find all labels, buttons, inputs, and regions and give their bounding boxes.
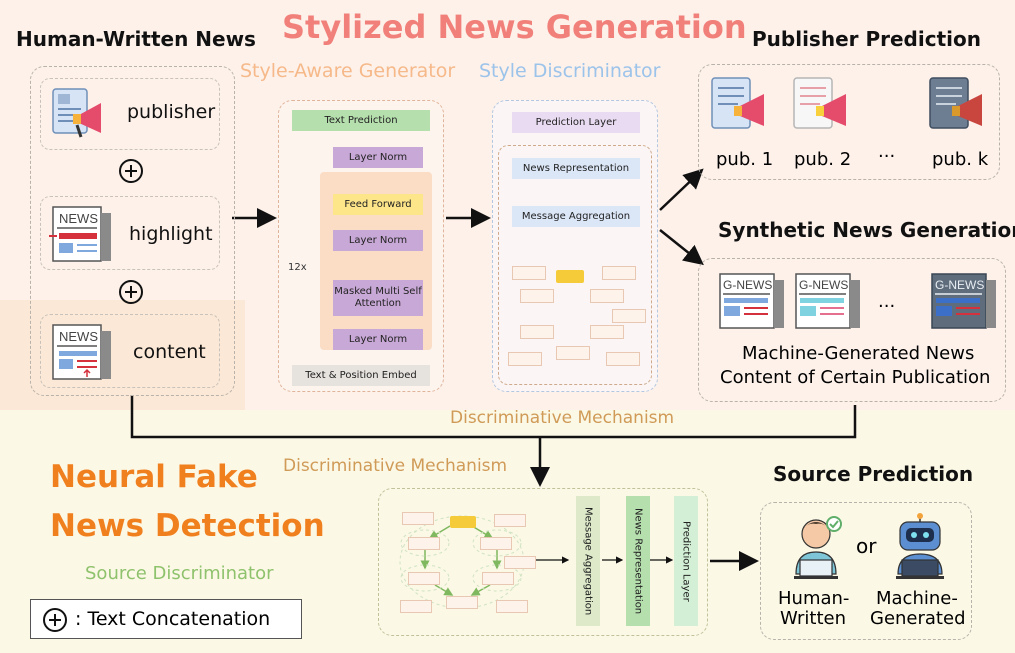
gnews-tag-text: G-NEWS	[799, 278, 848, 292]
fake-detection-title-line2: News Detection	[50, 508, 325, 544]
graph-node	[590, 325, 624, 339]
source-prediction-title: Source Prediction	[773, 462, 974, 486]
discriminative-mechanism-bottom: Discriminative Mechanism	[283, 456, 508, 476]
style-news-representation: News Representation	[512, 158, 640, 179]
publisher-k-icon	[929, 77, 982, 129]
publisher-1-icon	[711, 77, 764, 129]
publisher-2-icon	[793, 77, 846, 129]
graph-node	[504, 556, 536, 569]
news-tag-text: NEWS	[59, 211, 98, 226]
human-news-title: Human-Written News	[16, 27, 256, 51]
synthetic-news-title: Synthetic News Generation	[718, 218, 1015, 242]
graph-node	[408, 572, 440, 585]
source-discriminator-box	[378, 488, 708, 636]
graph-node	[602, 266, 636, 280]
publisher-prediction-box	[698, 64, 1000, 180]
style-discriminator-label: Style Discriminator	[479, 60, 661, 82]
text-prediction-layer: Text Prediction	[292, 110, 430, 131]
legend-box: : Text Concatenation	[30, 599, 302, 639]
pub-ellipsis: ···	[878, 146, 896, 167]
newspaper-highlight-icon: NEWS	[49, 206, 111, 262]
highlight-label: highlight	[129, 223, 213, 245]
content-label: content	[133, 341, 206, 363]
machine-generated-line2: Generated	[870, 608, 966, 629]
machine-generated-line1: Machine-	[876, 588, 958, 609]
source-message-aggregation-text: Message Aggregation	[582, 506, 594, 616]
graph-node	[520, 289, 554, 303]
style-message-aggregation: Message Aggregation	[512, 206, 640, 227]
fake-detection-title-line1: Neural Fake	[50, 459, 258, 495]
human-news-box	[30, 66, 235, 396]
graph-node	[494, 514, 526, 527]
pub-2-label: pub. 2	[794, 149, 852, 170]
graph-node	[402, 512, 434, 525]
graph-node	[612, 309, 646, 323]
source-news-representation: News Representation	[626, 496, 650, 626]
graph-node-highlight	[556, 270, 584, 283]
text-position-embed: Text & Position Embed	[292, 365, 430, 386]
publisher-prediction-title: Publisher Prediction	[752, 27, 981, 51]
style-discriminator-inner	[498, 145, 652, 385]
concat-plus-icon	[43, 608, 67, 632]
graph-node-highlight	[450, 516, 476, 528]
human-written-line2: Written	[780, 608, 846, 629]
synthetic-caption-line1: Machine-Generated News	[742, 343, 975, 364]
source-prediction-box	[760, 502, 972, 640]
graph-node	[480, 537, 512, 550]
concat-plus-icon	[119, 159, 143, 183]
style-aware-generator-label: Style-Aware Generator	[240, 60, 456, 82]
newspaper-content-icon: NEWS	[52, 324, 111, 380]
gnews-k-icon: G-NEWS	[931, 273, 996, 329]
main-title: Stylized News Generation	[282, 8, 747, 46]
style-prediction-layer: Prediction Layer	[512, 112, 640, 133]
gnews-1-icon: G-NEWS	[719, 273, 784, 329]
graph-node	[400, 600, 432, 613]
graph-node	[408, 537, 440, 550]
concat-plus-icon	[119, 280, 143, 304]
layer-norm-bottom: Layer Norm	[333, 329, 423, 350]
pub-1-label: pub. 1	[716, 149, 774, 170]
layer-norm-middle: Layer Norm	[333, 230, 423, 251]
synthetic-news-box	[698, 258, 1006, 402]
content-input: NEWS content	[40, 314, 220, 388]
legend-text: : Text Concatenation	[75, 608, 271, 630]
layer-norm-top: Layer Norm	[333, 147, 423, 168]
robot-icon	[896, 513, 944, 579]
graph-node	[496, 600, 528, 613]
human-written-line1: Human-	[778, 588, 850, 609]
style-discriminator-box	[492, 100, 658, 392]
graph-node	[512, 266, 546, 280]
gnews-tag-text: G-NEWS	[935, 278, 984, 292]
publisher-label: publisher	[127, 101, 216, 123]
news-tag-text: NEWS	[59, 329, 98, 344]
human-writer-icon	[794, 516, 842, 579]
graph-node	[446, 596, 478, 609]
feed-forward-layer: Feed Forward	[333, 194, 423, 215]
gnews-tag-text: G-NEWS	[723, 278, 772, 292]
graph-node	[508, 352, 542, 366]
discriminative-mechanism-top: Discriminative Mechanism	[450, 408, 675, 428]
repeat-12x-label: 12x	[288, 262, 307, 273]
or-label: or	[856, 534, 877, 558]
pub-k-label: pub. k	[932, 149, 989, 170]
publisher-input: publisher	[40, 78, 220, 150]
synthetic-caption-line2: Content of Certain Publication	[720, 367, 991, 388]
graph-node	[482, 572, 514, 585]
graph-node	[520, 325, 554, 339]
source-prediction-layer-text: Prediction Layer	[680, 520, 692, 602]
graph-node	[590, 289, 624, 303]
graph-node	[606, 352, 640, 366]
megaphone-news-icon	[52, 88, 101, 138]
gnews-2-icon: G-NEWS	[795, 273, 860, 329]
source-message-aggregation: Message Aggregation	[576, 496, 600, 626]
source-discriminator-label: Source Discriminator	[85, 563, 274, 584]
highlight-input: NEWS highlight	[40, 196, 220, 270]
masked-attention-layer: Masked Multi Self Attention	[333, 280, 423, 316]
source-prediction-layer: Prediction Layer	[674, 496, 698, 626]
source-news-representation-text: News Representation	[632, 507, 644, 615]
gnews-ellipsis: ···	[878, 296, 896, 317]
graph-node	[556, 346, 590, 360]
